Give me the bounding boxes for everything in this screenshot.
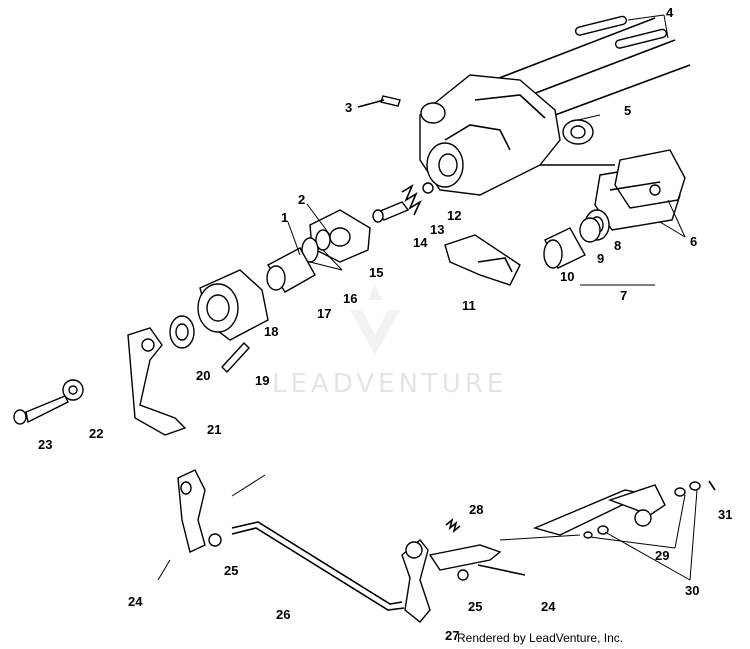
actuator-housing [169,269,269,374]
callout-24-right: 24 [541,599,556,614]
pivot-bolt [13,379,84,425]
callout-6: 6 [690,234,697,249]
spring-and-rod [372,182,434,223]
callout-24-left: 24 [128,594,143,609]
callout-27: 27 [445,628,459,643]
callout-10: 10 [560,269,574,284]
callout-4: 4 [666,5,674,20]
callout-30: 30 [685,583,699,598]
callout-26: 26 [276,607,290,622]
bleeder-screw [357,95,401,108]
master-cylinder-body [419,15,691,196]
callout-12: 12 [447,208,461,223]
callout-20: 20 [196,368,210,383]
callout-17: 17 [317,306,331,321]
piston-assembly [543,209,610,269]
callout-15: 15 [369,265,383,280]
callout-7: 7 [620,288,627,303]
brake-lever-arm [127,327,187,436]
callout-11: 11 [462,298,476,313]
watermark-logo [350,285,400,355]
callout-5: 5 [624,103,631,118]
callout-18: 18 [264,324,278,339]
callout-13: 13 [430,222,444,237]
callout-14: 14 [413,235,428,250]
callout-22: 22 [89,426,103,441]
callout-25-left: 25 [224,563,238,578]
leader-lines [231,14,698,581]
callout-25-right: 25 [468,599,482,614]
watermark-text: LEADVENTURE [272,369,507,399]
callout-29: 29 [655,548,669,563]
callout-28: 28 [469,502,483,517]
callout-labels: 1 2 3 4 5 6 7 8 9 10 11 12 13 14 15 16 1… [38,5,732,643]
rendered-by-credit: Rendered by LeadVenture, Inc. [457,631,624,645]
pedal-linkage [157,469,716,623]
callout-31: 31 [718,507,732,522]
brake-pads [594,149,686,231]
callout-9: 9 [597,251,604,266]
bracket-plate [444,234,521,286]
callout-1: 1 [281,210,288,225]
cover-assembly [266,209,371,293]
callout-3: 3 [345,100,352,115]
callout-23: 23 [38,437,52,452]
callout-19: 19 [255,373,269,388]
callout-2: 2 [298,192,305,207]
callout-16: 16 [343,291,357,306]
callout-21: 21 [207,422,221,437]
callout-8: 8 [614,238,621,253]
